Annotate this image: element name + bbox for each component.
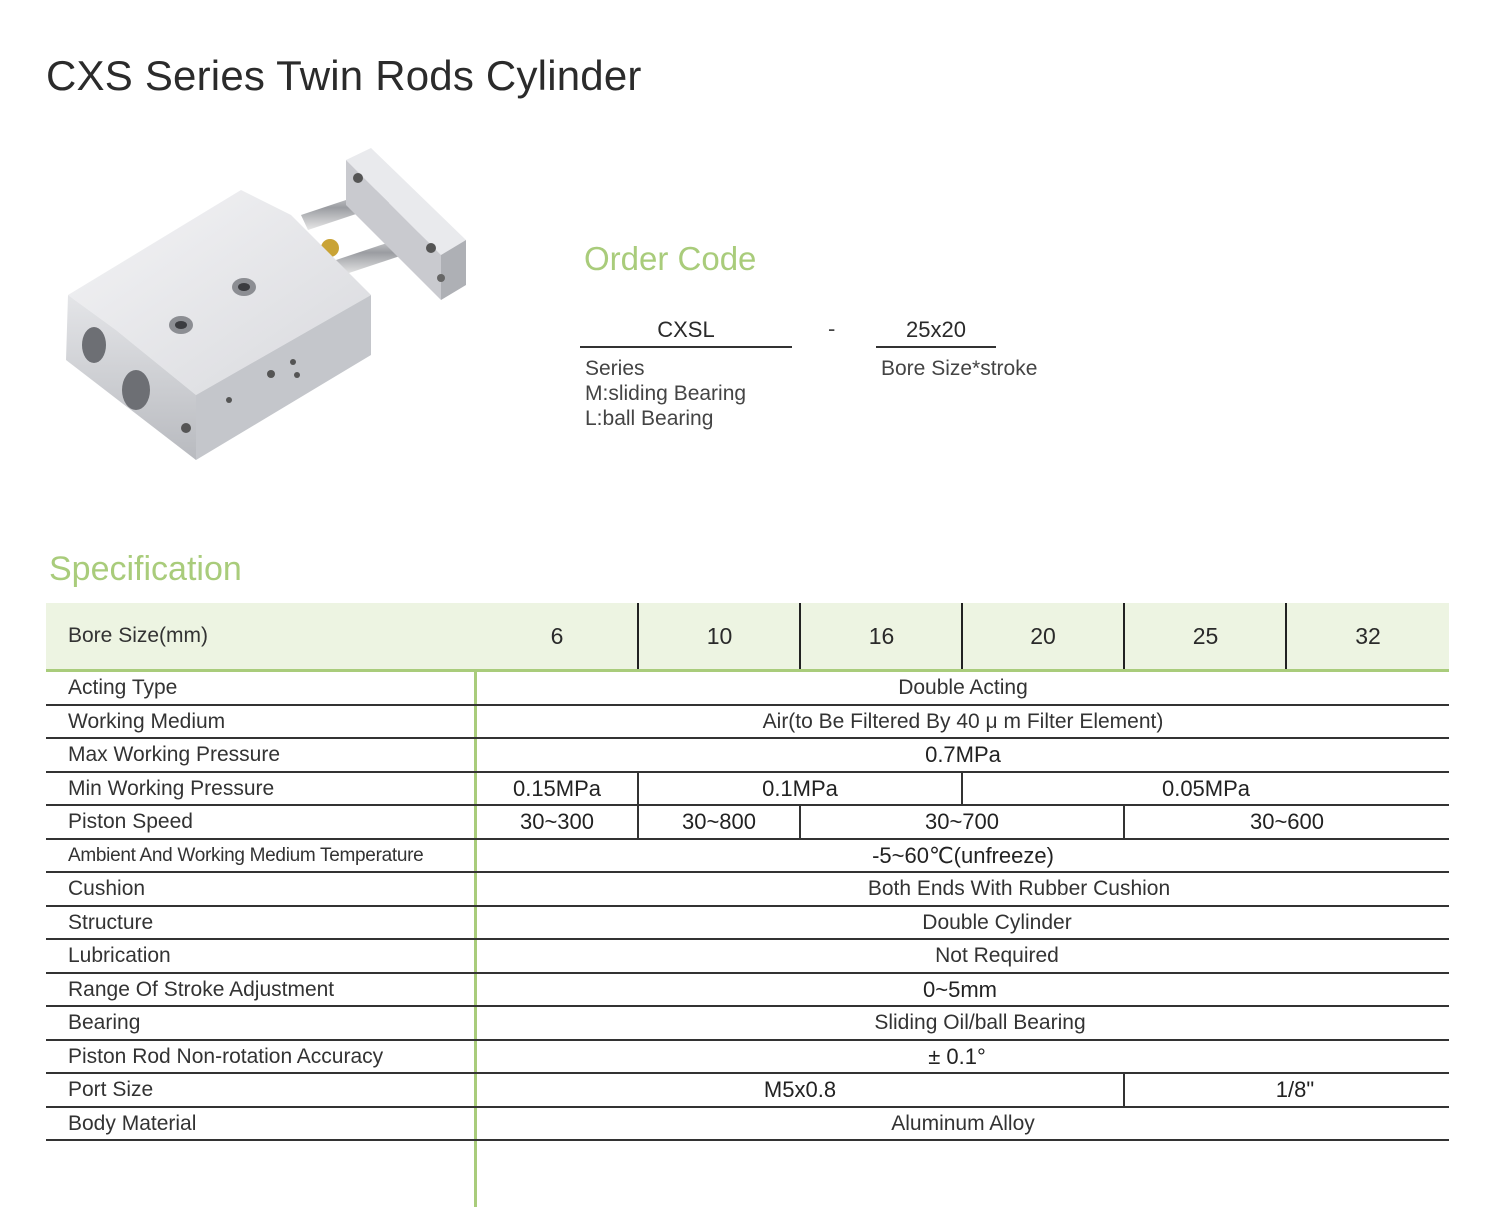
table-row: Port Size M5x0.8 1/8" <box>46 1074 1449 1108</box>
row-label: Piston Speed <box>68 810 193 833</box>
row-value: 30~700 <box>924 809 1000 834</box>
row-label: Working Medium <box>68 709 226 733</box>
order-code-size: 25x20 <box>876 316 996 348</box>
row-label: Bearing <box>68 1011 141 1034</box>
table-row: Ambient And Working Medium Temperature -… <box>46 840 1449 873</box>
row-value: 0.15MPa <box>512 775 602 801</box>
table-row: Max Working Pressure 0.7MPa <box>46 739 1449 773</box>
row-label: Cushion <box>68 877 146 900</box>
table-header-row: Bore Size(mm) 6 10 16 20 25 32 <box>46 603 1449 672</box>
row-label: Structure <box>68 910 154 934</box>
order-code-series-desc: Series M:sliding Bearing L:ball Bearing <box>585 356 746 431</box>
bore-size-cell: 25 <box>1192 623 1219 649</box>
row-value: Aluminum Alloy <box>891 1111 1035 1135</box>
order-code-size-desc: Bore Size*stroke <box>881 357 1038 380</box>
table-row: Body Material Aluminum Alloy <box>46 1108 1449 1141</box>
specification-heading: Specification <box>49 550 242 588</box>
product-image <box>46 130 486 520</box>
bore-size-label: Bore Size(mm) <box>68 624 209 647</box>
row-value: Double Cylinder <box>922 910 1072 934</box>
row-value: 30~600 <box>1249 809 1325 834</box>
table-body: Acting Type Double Acting Working Medium… <box>46 672 1449 1207</box>
table-row: Lubrication Not Required <box>46 940 1449 974</box>
row-value: ± 0.1° <box>928 1043 986 1069</box>
bore-size-cell: 16 <box>868 623 895 649</box>
row-label: Ambient And Working Medium Temperature <box>68 844 424 866</box>
bore-size-cell: 20 <box>1030 623 1056 649</box>
order-code-series: CXSL <box>580 316 792 348</box>
row-value: 0~5mm <box>923 976 997 1002</box>
row-label: Range Of Stroke Adjustment <box>68 977 335 1001</box>
row-value: 30~300 <box>519 809 595 834</box>
row-value: Both Ends With Rubber Cushion <box>867 877 1171 900</box>
table-row: Cushion Both Ends With Rubber Cushion <box>46 873 1449 907</box>
row-value: 1/8" <box>1275 1077 1315 1102</box>
row-value: Double Acting <box>898 676 1028 699</box>
bore-size-cell: 32 <box>1355 623 1381 649</box>
row-label: Lubrication <box>68 944 171 967</box>
table-row: Min Working Pressure 0.15MPa 0.1MPa 0.05… <box>46 772 1449 806</box>
order-code-heading: Order Code <box>584 240 757 277</box>
series-desc-line: Series <box>585 357 645 380</box>
series-desc-line: M:sliding Bearing <box>585 382 747 405</box>
row-label: Port Size <box>68 1078 154 1101</box>
order-code-dash: - <box>828 316 836 341</box>
table-row: Piston Rod Non-rotation Accuracy ± 0.1° <box>46 1041 1449 1074</box>
row-value: M5x0.8 <box>763 1077 837 1102</box>
row-value: 0.7MPa <box>925 742 1001 767</box>
bore-size-cell: 10 <box>706 623 733 649</box>
table-row: Bearing Sliding Oil/ball Bearing <box>46 1007 1449 1041</box>
row-value: Sliding Oil/ball Bearing <box>874 1011 1086 1034</box>
row-value: Air(to Be Filtered By 40 μ m Filter Elem… <box>762 709 1164 733</box>
row-value: Not Required <box>935 944 1059 967</box>
row-label: Max Working Pressure <box>68 743 281 766</box>
row-value: 0.1MPa <box>762 775 838 801</box>
table-row: Working Medium Air(to Be Filtered By 40 … <box>46 706 1449 739</box>
table-row: Structure Double Cylinder <box>46 907 1449 940</box>
bore-size-cell: 6 <box>550 623 564 649</box>
row-label: Min Working Pressure <box>68 776 275 800</box>
row-value: 30~800 <box>681 809 757 834</box>
series-desc-line: L:ball Bearing <box>585 407 714 430</box>
row-label: Acting Type <box>68 676 178 699</box>
row-label: Body Material <box>68 1111 197 1135</box>
table-row: Acting Type Double Acting <box>46 672 1449 706</box>
specification-table: Bore Size(mm) 6 10 16 20 25 32 Acting Ty… <box>46 603 1449 1207</box>
row-value: -5~60℃(unfreeze) <box>872 842 1054 868</box>
table-row: Piston Speed 30~300 30~800 30~700 30~600 <box>46 806 1449 840</box>
row-value: 0.05MPa <box>1161 775 1251 801</box>
page-title: CXS Series Twin Rods Cylinder <box>46 52 642 99</box>
table-row: Range Of Stroke Adjustment 0~5mm <box>46 974 1449 1007</box>
row-label: Piston Rod Non-rotation Accuracy <box>68 1044 384 1068</box>
